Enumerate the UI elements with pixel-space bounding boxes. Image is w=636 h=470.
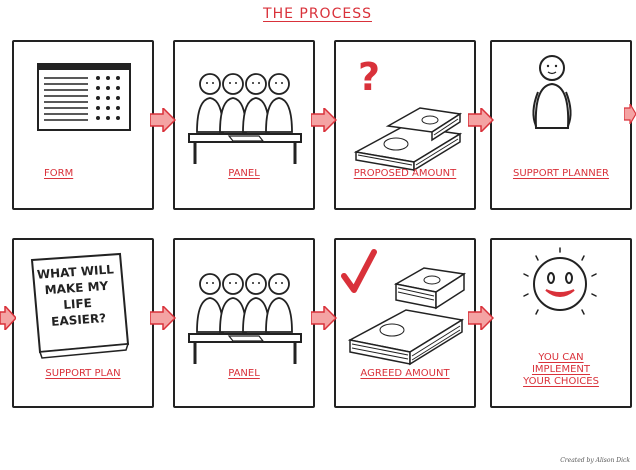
step-panel-agreed-amount: AGREED AMOUNT [334, 238, 476, 408]
continue-arrow-icon [624, 104, 636, 124]
flow-arrow-icon [468, 306, 494, 330]
step-label-panel-2: PANEL [228, 368, 260, 379]
form-icon [37, 63, 131, 131]
step-panel-proposed-amount: ? PROPOSED AMOUNT [334, 40, 476, 210]
step-label-support-plan: SUPPORT PLAN [45, 368, 121, 379]
flow-arrow-icon [311, 108, 337, 132]
credit-text: Created by Alison Dick [560, 457, 630, 464]
panel-people-icon [188, 273, 302, 364]
step-label-you-can-implement: YOU CAN IMPLEMENT YOUR CHOICES [523, 352, 599, 387]
person-icon [532, 55, 572, 129]
step-panel-form: FORM [12, 40, 154, 210]
step-panel-panel-1: PANEL [173, 40, 315, 210]
page-title: THE PROCESS [263, 6, 372, 22]
step-label-proposed-amount: PROPOSED AMOUNT [353, 168, 457, 179]
panel-people-icon [188, 73, 302, 164]
svg-text:?: ? [358, 55, 380, 99]
step-panel-support-planner: SUPPORT PLANNER [490, 40, 632, 210]
step-label-form: FORM [44, 168, 74, 179]
flow-arrow-icon [150, 306, 176, 330]
step-label-panel-1: PANEL [228, 168, 260, 179]
step-panel-you-can-implement: YOU CAN IMPLEMENT YOUR CHOICES [490, 238, 632, 408]
flow-arrow-icon [311, 306, 337, 330]
entry-arrow-icon [0, 306, 16, 330]
book-text: WHAT WILL MAKE MY LIFE EASIER? [36, 262, 115, 329]
step-panel-support-plan: WHAT WILL MAKE MY LIFE EASIER? SUPPORT P… [12, 238, 154, 408]
step-panel-panel-2: PANEL [173, 238, 315, 408]
step-label-support-planner: SUPPORT PLANNER [512, 168, 609, 179]
money-check-icon [341, 249, 467, 366]
book-icon [30, 252, 130, 359]
flow-arrow-icon [150, 108, 176, 132]
step-label-agreed-amount: AGREED AMOUNT [360, 368, 450, 379]
smiley-sun-icon [523, 247, 597, 315]
money-question-icon: ? [353, 55, 463, 172]
flow-arrow-icon [468, 108, 494, 132]
